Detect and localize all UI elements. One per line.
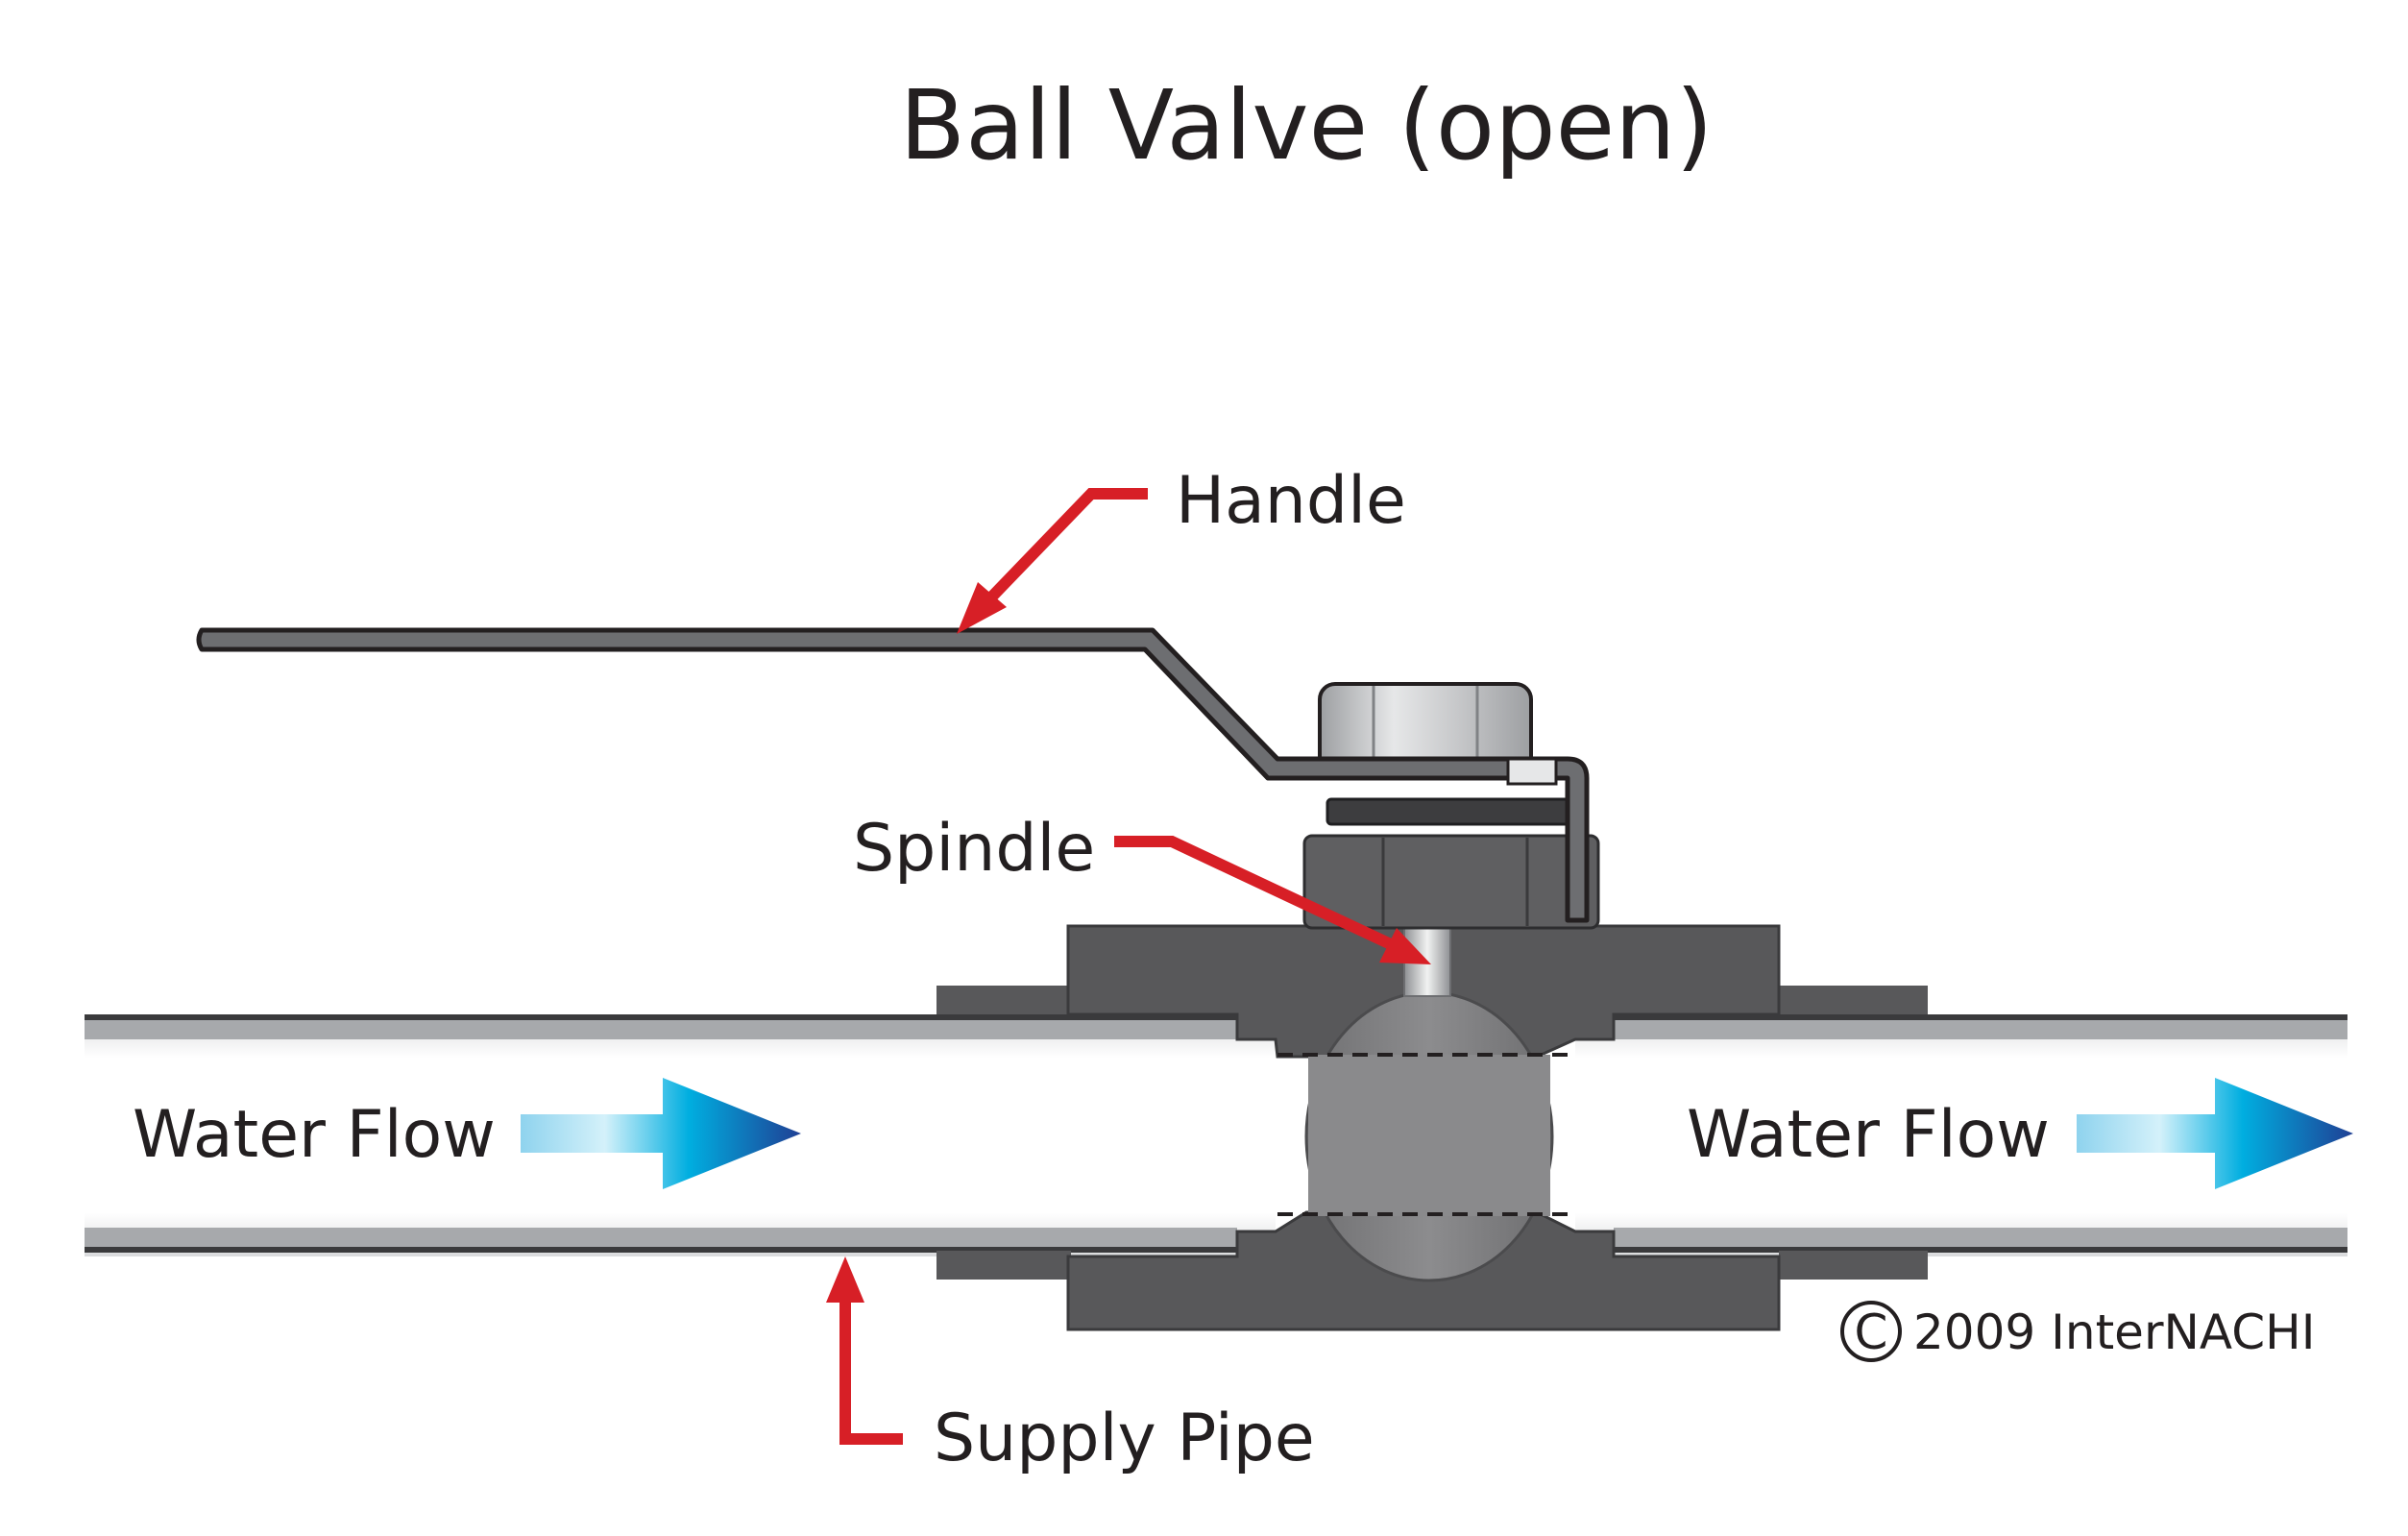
handle-leader-arrow bbox=[957, 488, 1148, 634]
water-flow-arrow-right bbox=[2077, 1078, 2353, 1189]
spindle-leader-arrow bbox=[1114, 836, 1431, 964]
supply-pipe-right bbox=[1575, 1014, 2347, 1256]
valve-ball bbox=[1277, 990, 1575, 1282]
handle-label: Handle bbox=[1176, 463, 1406, 539]
copyright-icon bbox=[1840, 1301, 1902, 1362]
diagram-title: Ball Valve (open) bbox=[899, 69, 1713, 182]
copyright-credit: C 2009 InterNACHI bbox=[1840, 1301, 2315, 1362]
bonnet-nut bbox=[1302, 797, 1600, 930]
copyright-text: 2009 InterNACHI bbox=[1913, 1304, 2315, 1360]
copyright-symbol: C bbox=[1855, 1304, 1888, 1360]
supply-pipe-leader-arrow bbox=[826, 1256, 903, 1445]
water-flow-label-left: Water Flow bbox=[133, 1097, 496, 1173]
valve-handle bbox=[196, 627, 1590, 923]
supply-pipe-label: Supply Pipe bbox=[934, 1401, 1315, 1476]
water-flow-arrow-left bbox=[521, 1078, 801, 1189]
supply-pipe-left bbox=[85, 1014, 1276, 1256]
spindle-label: Spindle bbox=[853, 811, 1095, 887]
water-flow-label-right: Water Flow bbox=[1687, 1097, 2050, 1173]
